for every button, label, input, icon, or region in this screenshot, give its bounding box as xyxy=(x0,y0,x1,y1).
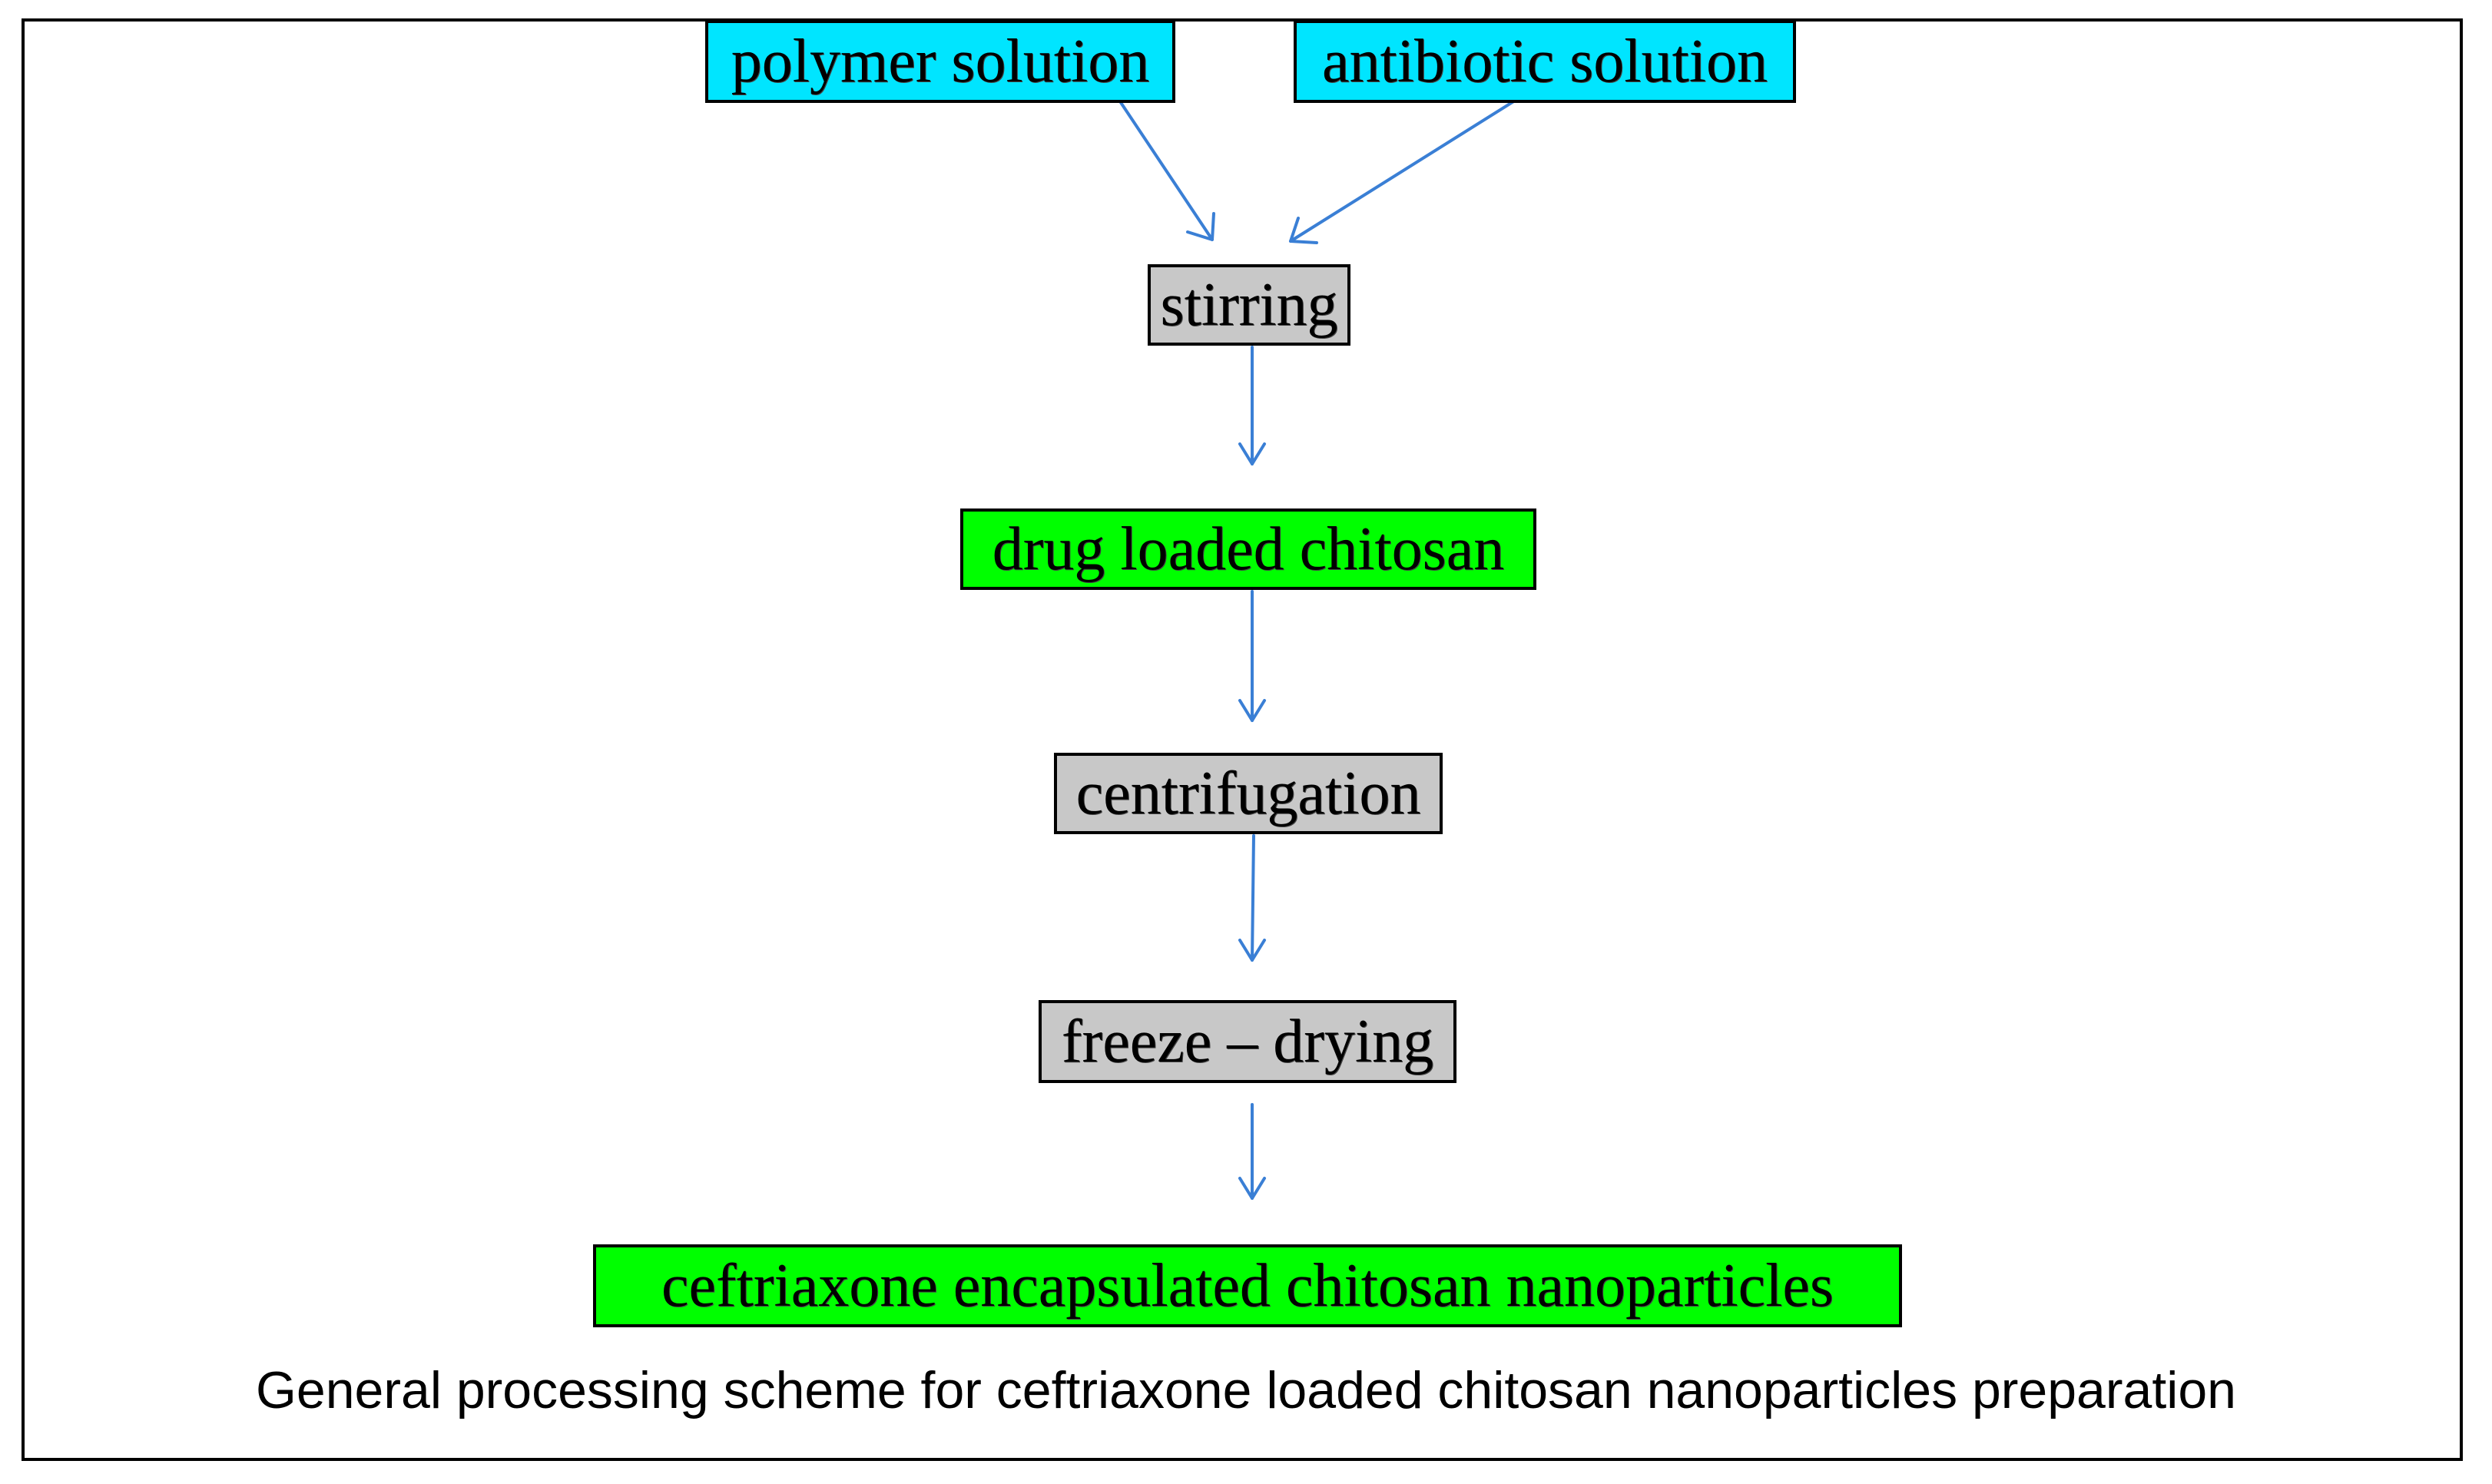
node-centrifugation-label: centrifugation xyxy=(1075,760,1421,827)
node-stirring: stirring xyxy=(1148,264,1350,346)
node-antibiotic-solution: antibiotic solution xyxy=(1294,20,1796,103)
node-final-product-label: ceftriaxone encapsulated chitosan nanopa… xyxy=(661,1252,1834,1320)
diagram-frame xyxy=(22,18,2463,1461)
node-final-product: ceftriaxone encapsulated chitosan nanopa… xyxy=(593,1244,1902,1327)
node-freeze-drying: freeze – drying xyxy=(1039,1000,1456,1083)
figure-caption: General processing scheme for ceftriaxon… xyxy=(256,1361,2236,1419)
node-polymer-solution-label: polymer solution xyxy=(731,28,1150,95)
arrow-polymer-to-stirring xyxy=(1106,81,1215,241)
arrow-centrifugation-to-freeze xyxy=(1238,834,1266,962)
node-antibiotic-solution-label: antibiotic solution xyxy=(1322,28,1768,95)
node-drug-loaded-chitosan: drug loaded chitosan xyxy=(960,508,1536,590)
arrow-freeze-to-final xyxy=(1238,1103,1266,1200)
node-centrifugation: centrifugation xyxy=(1054,753,1443,834)
arrow-antibiotic-to-stirring xyxy=(1289,88,1535,244)
node-drug-loaded-chitosan-label: drug loaded chitosan xyxy=(992,515,1505,583)
arrow-drug-to-centrifugation xyxy=(1238,590,1266,722)
node-polymer-solution: polymer solution xyxy=(705,20,1175,103)
node-freeze-drying-label: freeze – drying xyxy=(1061,1008,1434,1075)
arrow-stirring-to-drug xyxy=(1238,346,1266,465)
node-stirring-label: stirring xyxy=(1160,271,1338,339)
